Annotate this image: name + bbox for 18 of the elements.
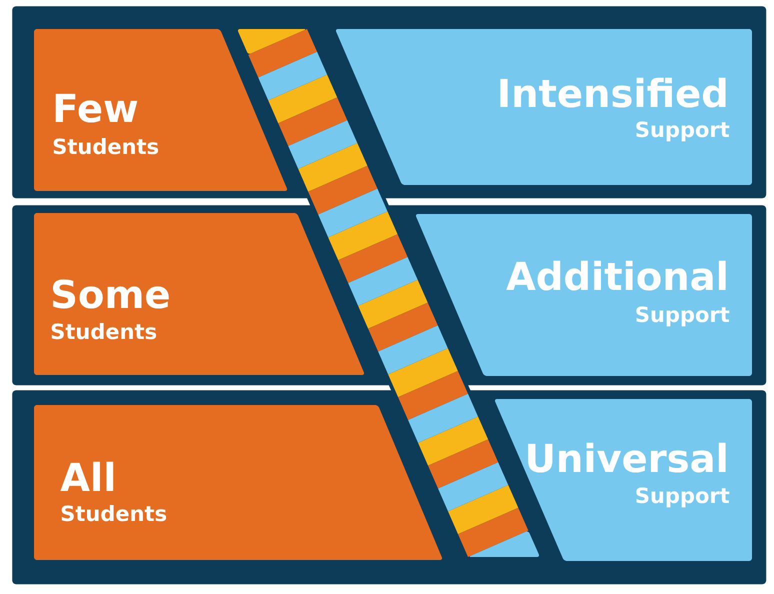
support-level-box: [416, 214, 752, 376]
subheading: Students: [52, 323, 156, 340]
heading: Intensified: [500, 78, 726, 108]
heading: All: [60, 462, 114, 491]
subheading: Support: [636, 306, 730, 326]
heading: Some: [52, 279, 169, 309]
heading: Universal: [528, 442, 726, 473]
student-group-box: [34, 213, 364, 375]
heading: Few: [56, 94, 138, 123]
student-group-box: [34, 29, 288, 191]
support-level-box: [336, 29, 752, 185]
support-level-box: [494, 399, 752, 561]
subheading: Students: [62, 505, 166, 522]
subheading: Support: [636, 487, 730, 508]
subheading: Support: [636, 121, 730, 142]
student-group-box: [34, 405, 442, 560]
heading: Additional: [506, 260, 726, 291]
subheading: Students: [54, 138, 158, 154]
